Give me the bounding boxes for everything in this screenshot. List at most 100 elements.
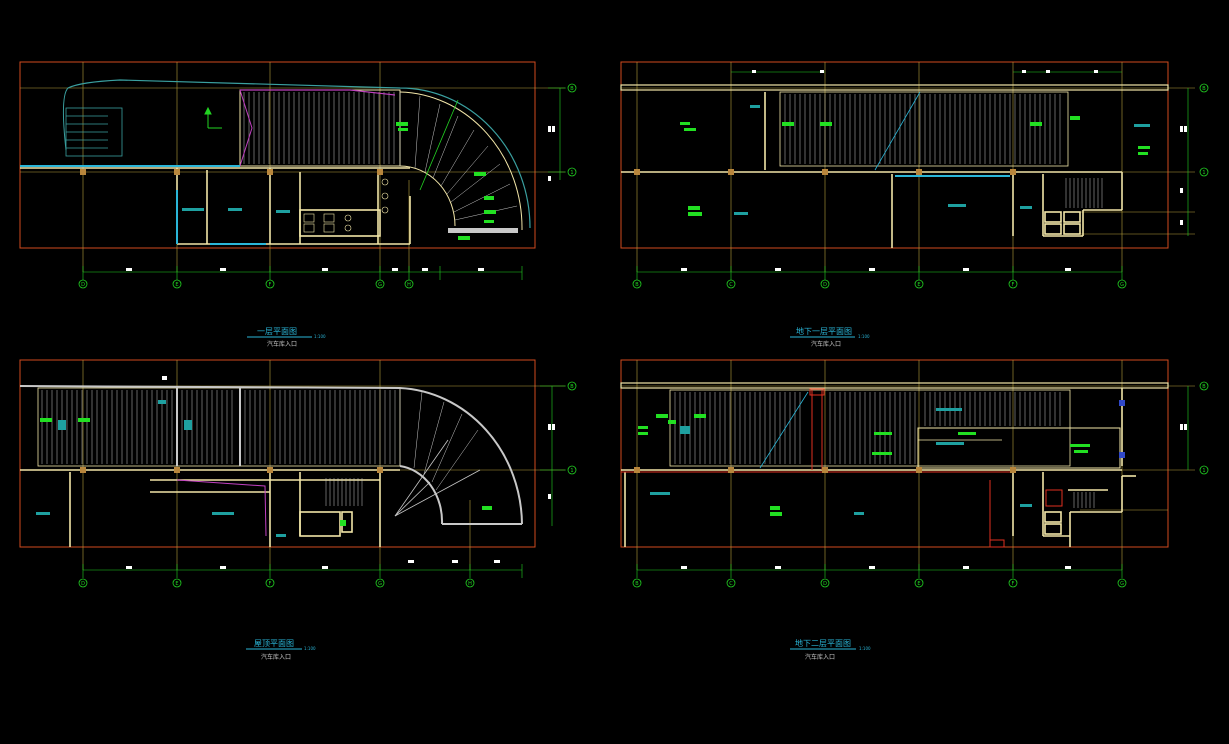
walls: [621, 92, 1123, 248]
axis-label: D: [823, 581, 827, 587]
axis-label: B: [1202, 86, 1206, 92]
axis-label: E: [917, 581, 920, 587]
drawing-scale: 1:100: [304, 646, 316, 651]
dimension-text: [681, 70, 1187, 271]
dimension-text: [126, 424, 555, 569]
room-tags: [182, 208, 290, 213]
axis-label: D: [823, 282, 827, 288]
stair-detail: [65, 107, 123, 157]
stair-detail: [1065, 178, 1103, 208]
drawing-subtitle: 汽车库入口: [811, 340, 841, 348]
curved-roof: [19, 385, 523, 525]
marker-squares: [1119, 400, 1125, 458]
axis-label: B: [570, 86, 574, 92]
axis-label: E: [175, 282, 178, 288]
drawing-subtitle: 汽车库入口: [805, 653, 835, 661]
axis-label: E: [917, 282, 920, 288]
drawing-title: 一层平面图: [257, 327, 297, 336]
annotation-labels: [680, 116, 1150, 216]
axis-label: F: [1012, 282, 1015, 288]
dimension-lines: [82, 385, 566, 578]
toilet-fixtures: [303, 178, 389, 233]
axis-label: F: [1012, 581, 1015, 587]
magenta-outline: [176, 479, 267, 537]
drawing-frame: [620, 61, 1169, 249]
drawing-frame: [620, 359, 1169, 548]
axis-label: C: [729, 581, 733, 587]
roof-plan: D E F G H B 1 屋顶平面图 1:100 汽车库入口: [19, 359, 577, 661]
ground-floor-plan: D E F G H B 1 一层平面图 1:100 汽车库入口: [19, 61, 577, 348]
axis-grid: [621, 62, 1195, 272]
drawing-title: 地下二层平面图: [795, 638, 851, 648]
axis-label: F: [269, 282, 272, 288]
hatch-area: [37, 387, 401, 467]
axis-label: F: [269, 581, 272, 587]
axis-bubbles-right: [1199, 83, 1209, 177]
axis-bubbles-right: [567, 381, 577, 475]
axis-label: H: [468, 581, 472, 587]
axis-label: G: [1120, 581, 1124, 587]
hatch-area: [239, 89, 401, 167]
walls: [20, 469, 400, 547]
dimension-text: [681, 424, 1187, 569]
annotation-labels: [40, 418, 492, 526]
annotation-labels: [396, 122, 496, 240]
columns: [80, 169, 383, 175]
drawing-scale: 1:100: [858, 334, 870, 339]
hatch-area: [779, 91, 1069, 171]
drawing-subtitle: 汽车库入口: [261, 653, 291, 661]
red-lines: [621, 388, 1063, 548]
room-tags: [650, 408, 1032, 515]
drawing-scale: 1:100: [314, 334, 326, 339]
axis-bubbles-bottom: [632, 578, 1127, 588]
axis-grid: [621, 360, 1195, 570]
dimension-text: [126, 126, 555, 271]
axis-label: H: [407, 282, 411, 288]
axis-label: G: [378, 581, 382, 587]
dimension-lines: [636, 71, 1189, 280]
dimension-lines: [636, 386, 1189, 578]
top-beam: [620, 382, 1169, 389]
axis-bubbles-right: [567, 83, 577, 177]
top-beam: [620, 84, 1169, 91]
drawing-frame: [19, 359, 536, 548]
drawing-title: 屋顶平面图: [254, 639, 294, 648]
axis-label: B: [635, 581, 639, 587]
basement-1-plan: B C D E F G B 1 地下一层平面图 1:100 汽车库入口: [620, 61, 1209, 348]
columns: [634, 467, 1016, 473]
drawing-subtitle: 汽车库入口: [267, 340, 297, 348]
room-tags: [36, 400, 286, 537]
curved-ramp: [62, 79, 531, 233]
axis-bubbles-right: [1199, 381, 1209, 475]
annotation-labels: [638, 414, 1090, 516]
stair-detail: [325, 478, 363, 506]
drawing-frame: [19, 61, 536, 249]
axis-bubbles-bottom: [78, 279, 414, 289]
north-arrow: [204, 106, 222, 129]
axis-label: B: [1202, 384, 1206, 390]
columns: [80, 467, 383, 473]
axis-label: G: [378, 282, 382, 288]
axis-label: 1: [570, 468, 573, 474]
axis-label: 1: [1202, 170, 1205, 176]
axis-bubbles-bottom: [78, 578, 475, 588]
axis-label: G: [1120, 282, 1124, 288]
axis-label: B: [570, 384, 574, 390]
hatch-area: [669, 389, 1121, 469]
dimension-lines: [82, 87, 566, 280]
walls: [20, 167, 411, 245]
axis-label: B: [635, 282, 639, 288]
drawing-title: 地下一层平面图: [796, 326, 852, 336]
axis-bubbles-bottom: [632, 279, 1127, 289]
axis-label: D: [81, 581, 85, 587]
axis-label: C: [729, 282, 733, 288]
roof-marker: [162, 376, 167, 380]
basement-2-plan: B C D E F G B 1 地下二层平面图 1:100 汽车库入口: [620, 359, 1209, 661]
axis-label: D: [81, 282, 85, 288]
axis-label: 1: [570, 170, 573, 176]
room-tags: [734, 105, 1150, 215]
axis-label: E: [175, 581, 178, 587]
axis-label: 1: [1202, 468, 1205, 474]
stair-detail: [1073, 492, 1095, 508]
